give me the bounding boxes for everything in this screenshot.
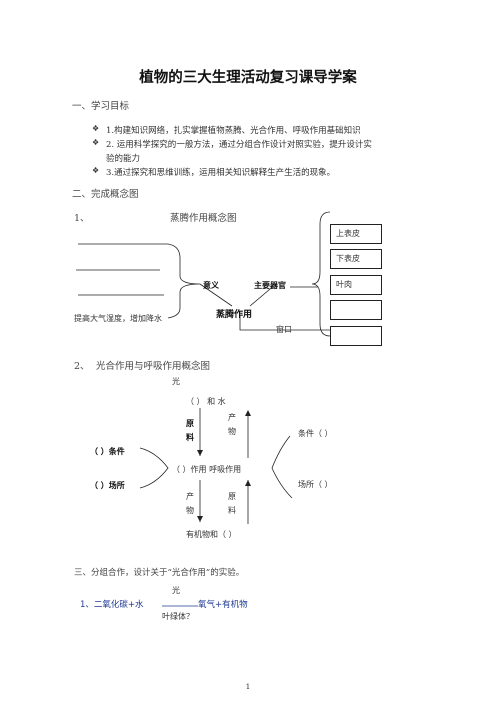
bullet-icon: ❖: [92, 166, 100, 175]
map2-bottom-line: 有机物和（ ）: [186, 530, 237, 539]
map1-significance-text: 提高大气湿度，增加降水: [74, 314, 162, 323]
experiment-equation-right: 氧气+有机物: [198, 600, 248, 610]
experiment-equation-left: 1、二氧化碳+水: [80, 600, 144, 610]
section-heading-experiment: 三、分组合作，设计关于“光合作用”的实验。: [74, 568, 245, 578]
map1-window-label: 窗口: [276, 325, 292, 334]
map2-place-left: （ ）场所: [90, 481, 125, 490]
map1-number: 1、: [74, 213, 90, 224]
map2-product-bottom-2: 物: [186, 506, 194, 515]
map1-yiyi-label: 意义: [203, 281, 219, 290]
map2-middle: （ ）作用 呼吸作用: [172, 465, 242, 474]
section-heading-concept-map: 二、完成概念图: [72, 189, 139, 200]
box-mesophyll: 叶肉: [330, 275, 382, 295]
map2-title: 光合作用与呼吸作用概念图: [96, 361, 211, 372]
map2-raw-top-1: 原: [186, 419, 194, 428]
map2-top-line: （ ） 和 水: [186, 397, 226, 406]
map1-center-label: 蒸腾作用: [216, 310, 253, 320]
map2-product-top-1: 产: [228, 413, 236, 422]
map2-raw-bottom-2: 料: [228, 506, 236, 515]
page-number: 1: [245, 683, 251, 691]
experiment-light: 光: [172, 586, 180, 595]
objective-1: 1.构建知识网络，扎实掌握植物蒸腾、光合作用、呼吸作用基础知识: [106, 126, 361, 136]
map2-number: 2、: [74, 361, 90, 372]
map2-product-bottom-1: 产: [186, 492, 194, 501]
map2-light: 光: [172, 377, 180, 386]
map2-raw-top-2: 料: [186, 433, 194, 442]
map2-raw-bottom-1: 原: [228, 492, 236, 501]
page-title: 植物的三大生理活动复习课导学案: [139, 70, 357, 86]
objective-2-cont: 验的能力: [106, 154, 141, 164]
bullet-icon: ❖: [92, 138, 100, 147]
objective-2: 2. 运用科学探究的一般方法，通过分组合作设计对照实验，提升设计实: [106, 140, 372, 150]
map2-product-top-2: 物: [228, 427, 236, 436]
box-blank-1: [330, 300, 382, 320]
box-blank-2: [330, 326, 382, 346]
box-upper-epidermis: 上表皮: [330, 224, 382, 244]
objective-3: 3.通过探究和思维训练，运用相关知识解释生产生活的现象。: [106, 168, 336, 178]
map2-place-right: 场所（ ）: [298, 480, 333, 489]
box-lower-epidermis: 下表皮: [330, 249, 382, 269]
map1-organ-label: 主要器官: [254, 281, 286, 290]
map2-condition-left: （ ）条件: [90, 447, 125, 456]
section-heading-objectives: 一、学习目标: [72, 101, 130, 112]
map2-condition-right: 条件（ ）: [298, 429, 333, 438]
map1-title: 蒸腾作用概念图: [170, 213, 237, 224]
bullet-icon: ❖: [92, 124, 100, 133]
experiment-chloroplast: 叶绿体？: [162, 612, 194, 621]
